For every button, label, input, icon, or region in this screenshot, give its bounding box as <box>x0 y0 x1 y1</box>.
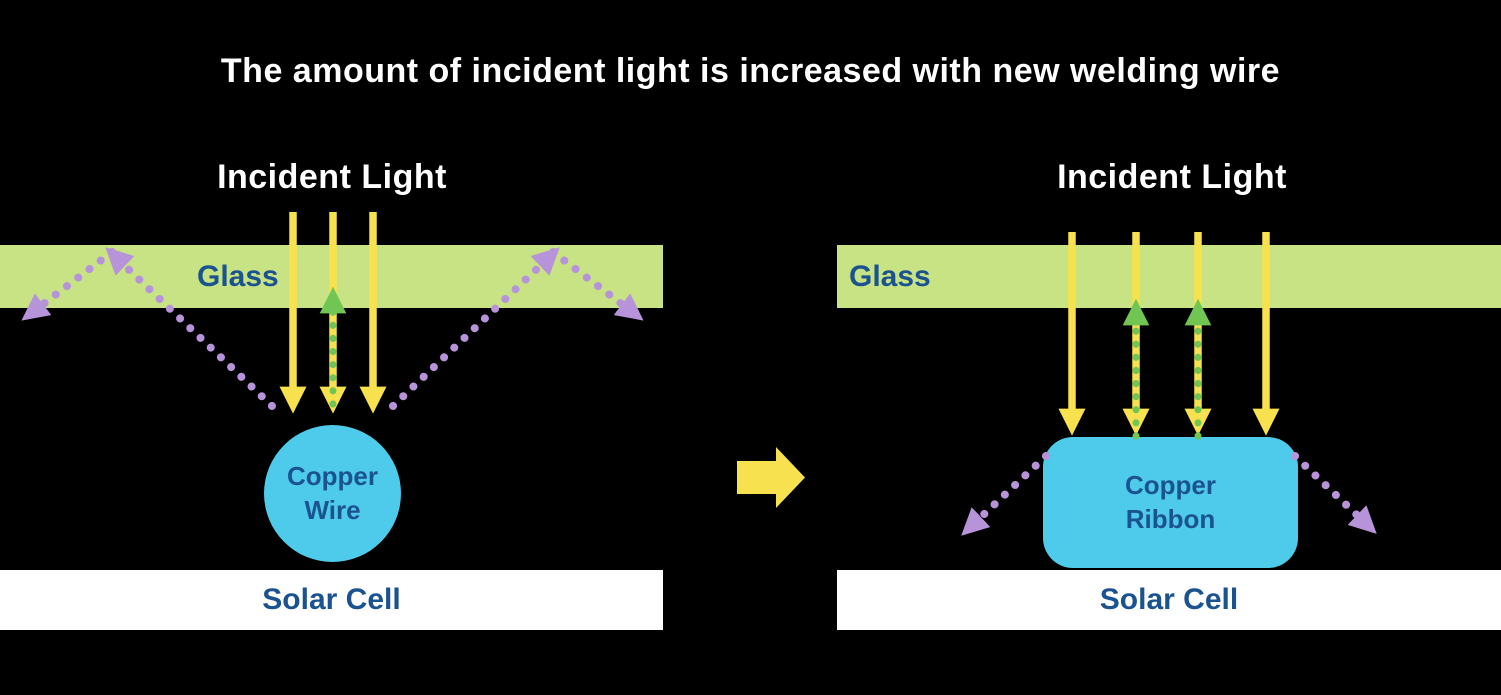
diagram-title: The amount of incident light is increase… <box>220 52 1281 90</box>
left-glass-label: Glass <box>197 260 279 293</box>
copper-ribbon-label-line1: Copper <box>1125 469 1216 500</box>
left-solar-cell-band: Solar Cell <box>0 570 663 630</box>
right-glass-band <box>837 245 1501 308</box>
right-reflected-ray-left <box>961 452 1050 536</box>
left-incident-light-heading: Incident Light <box>217 158 447 196</box>
copper-ribbon-label-line2: Ribbon <box>1125 503 1216 534</box>
left-glass-band <box>0 245 663 308</box>
right-solar-cell-label: Solar Cell <box>1099 583 1239 616</box>
right-solar-cell-band: Solar Cell <box>837 570 1501 630</box>
copper-wire-label-line2: Wire <box>304 494 361 525</box>
right-incident-light-heading: Incident Light <box>1057 158 1287 196</box>
right-reflected-ray-right <box>1291 452 1377 534</box>
left-solar-cell-label: Solar Cell <box>262 583 401 616</box>
copper-wire-shape: Copper Wire <box>264 425 401 562</box>
copper-wire-label-line1: Copper <box>287 460 378 491</box>
copper-ribbon-shape: Copper Ribbon <box>1043 437 1298 568</box>
right-glass-label: Glass <box>849 260 931 293</box>
transition-right-arrow-icon <box>737 447 805 508</box>
